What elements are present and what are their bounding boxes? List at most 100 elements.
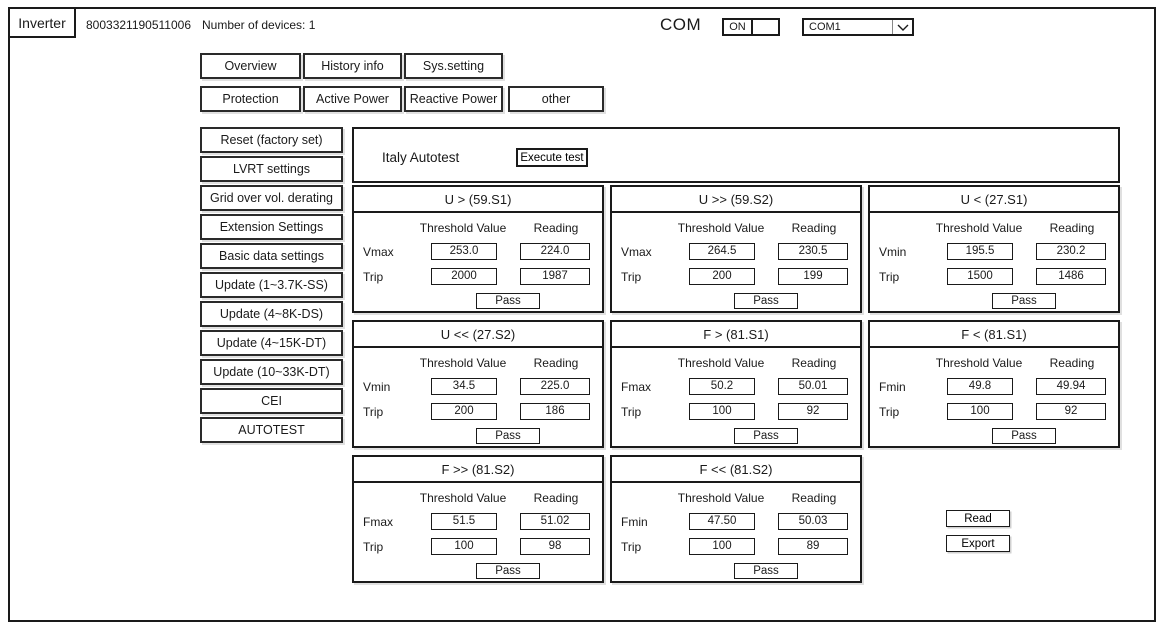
- test-panel-body: Threshold Value Reading Fmax 50.2 50.01 …: [612, 348, 860, 444]
- pass-status: Pass: [476, 563, 540, 579]
- tab-overview[interactable]: Overview: [200, 53, 301, 79]
- tab-active-power[interactable]: Active Power: [303, 86, 402, 112]
- pass-status: Pass: [476, 293, 540, 309]
- test-panel-body: Threshold Value Reading Fmin 49.8 49.94 …: [870, 348, 1118, 444]
- test-panel-body: Threshold Value Reading Vmin 195.5 230.2…: [870, 213, 1118, 309]
- param-label: Fmin: [879, 380, 906, 394]
- reading-value-field: 50.01: [778, 378, 848, 395]
- threshold-value-field[interactable]: 34.5: [431, 378, 497, 395]
- device-count-label: Number of devices: 1: [202, 18, 316, 32]
- test-panel-body: Threshold Value Reading Fmin 47.50 50.03…: [612, 483, 860, 579]
- com-label: COM: [660, 15, 702, 34]
- trip-threshold-field[interactable]: 100: [689, 538, 755, 555]
- test-panel: F >> (81.S2) Threshold Value Reading Fma…: [352, 455, 604, 583]
- threshold-value-field[interactable]: 51.5: [431, 513, 497, 530]
- threshold-value-field[interactable]: 264.5: [689, 243, 755, 260]
- trip-threshold-field[interactable]: 100: [431, 538, 497, 555]
- param-label: Fmax: [363, 515, 393, 529]
- sidebar-item-cei[interactable]: CEI: [200, 388, 343, 414]
- com-toggle-on-label[interactable]: ON: [724, 20, 753, 34]
- threshold-value-field[interactable]: 47.50: [689, 513, 755, 530]
- reading-column-header: Reading: [533, 491, 579, 505]
- reading-value-field: 225.0: [520, 378, 590, 395]
- trip-reading-field: 1486: [1036, 268, 1106, 285]
- tab-protection[interactable]: Protection: [200, 86, 301, 112]
- trip-label: Trip: [879, 270, 900, 284]
- com-toggle-empty-cell[interactable]: [753, 20, 778, 34]
- reading-value-field: 230.5: [778, 243, 848, 260]
- trip-reading-field: 92: [1036, 403, 1106, 420]
- chevron-down-icon[interactable]: [892, 20, 912, 34]
- app-window: Inverter 8003321190511006 Number of devi…: [8, 7, 1156, 622]
- sidebar-item-update-1-3-7k-ss[interactable]: Update (1~3.7K-SS): [200, 272, 343, 298]
- trip-label: Trip: [621, 405, 642, 419]
- trip-label: Trip: [621, 270, 642, 284]
- threshold-column-header: Threshold Value: [419, 491, 507, 505]
- autotest-panel-grid: U > (59.S1) Threshold Value Reading Vmax…: [352, 185, 1120, 583]
- execute-test-button[interactable]: Execute test: [516, 148, 588, 167]
- reading-column-header: Reading: [791, 356, 837, 370]
- com-port-selected-value: COM1: [809, 21, 841, 33]
- reading-column-header: Reading: [1049, 356, 1095, 370]
- trip-label: Trip: [363, 270, 384, 284]
- sidebar-item-grid-over-vol[interactable]: Grid over vol. derating: [200, 185, 343, 211]
- sidebar-item-lvrt-settings[interactable]: LVRT settings: [200, 156, 343, 182]
- test-panel-title: F > (81.S1): [612, 322, 860, 348]
- pass-status: Pass: [476, 428, 540, 444]
- threshold-column-header: Threshold Value: [677, 356, 765, 370]
- sidebar-item-reset-factory[interactable]: Reset (factory set): [200, 127, 343, 153]
- com-port-dropdown[interactable]: COM1: [802, 18, 914, 36]
- threshold-column-header: Threshold Value: [419, 356, 507, 370]
- tab-sys-setting[interactable]: Sys.setting: [404, 53, 503, 79]
- threshold-value-field[interactable]: 50.2: [689, 378, 755, 395]
- tab-history-info[interactable]: History info: [303, 53, 402, 79]
- threshold-value-field[interactable]: 253.0: [431, 243, 497, 260]
- trip-reading-field: 92: [778, 403, 848, 420]
- pass-status: Pass: [992, 428, 1056, 444]
- reading-column-header: Reading: [791, 491, 837, 505]
- trip-threshold-field[interactable]: 1500: [947, 268, 1013, 285]
- param-label: Fmin: [621, 515, 648, 529]
- trip-threshold-field[interactable]: 100: [947, 403, 1013, 420]
- test-panel: F << (81.S2) Threshold Value Reading Fmi…: [610, 455, 862, 583]
- trip-threshold-field[interactable]: 2000: [431, 268, 497, 285]
- test-panel-title: F < (81.S1): [870, 322, 1118, 348]
- device-type-tab[interactable]: Inverter: [8, 7, 76, 38]
- pass-status: Pass: [734, 563, 798, 579]
- test-panel-body: Threshold Value Reading Vmin 34.5 225.0 …: [354, 348, 602, 444]
- trip-threshold-field[interactable]: 200: [431, 403, 497, 420]
- trip-reading-field: 98: [520, 538, 590, 555]
- pass-status: Pass: [734, 293, 798, 309]
- trip-reading-field: 1987: [520, 268, 590, 285]
- actions-cell: Read Export: [868, 455, 1120, 583]
- export-button[interactable]: Export: [946, 535, 1010, 552]
- reading-column-header: Reading: [533, 221, 579, 235]
- com-on-off-toggle[interactable]: ON: [722, 18, 780, 36]
- test-panel-title: U < (27.S1): [870, 187, 1118, 213]
- reading-column-header: Reading: [791, 221, 837, 235]
- threshold-column-header: Threshold Value: [677, 491, 765, 505]
- reading-column-header: Reading: [533, 356, 579, 370]
- trip-threshold-field[interactable]: 100: [689, 403, 755, 420]
- sidebar-item-update-4-8k-ds[interactable]: Update (4~8K-DS): [200, 301, 343, 327]
- test-panel: F < (81.S1) Threshold Value Reading Fmin…: [868, 320, 1120, 448]
- param-label: Vmax: [621, 245, 652, 259]
- read-button[interactable]: Read: [946, 510, 1010, 527]
- sidebar-item-extension-settings[interactable]: Extension Settings: [200, 214, 343, 240]
- tab-other[interactable]: other: [508, 86, 604, 112]
- tab-reactive-power[interactable]: Reactive Power: [404, 86, 503, 112]
- trip-threshold-field[interactable]: 200: [689, 268, 755, 285]
- sidebar-item-basic-data[interactable]: Basic data settings: [200, 243, 343, 269]
- test-panel-title: U << (27.S2): [354, 322, 602, 348]
- test-panel-title: F << (81.S2): [612, 457, 860, 483]
- sidebar-item-update-10-33k-dt[interactable]: Update (10~33K-DT): [200, 359, 343, 385]
- autotest-title: Italy Autotest: [382, 150, 460, 165]
- threshold-value-field[interactable]: 49.8: [947, 378, 1013, 395]
- param-label: Fmax: [621, 380, 651, 394]
- threshold-value-field[interactable]: 195.5: [947, 243, 1013, 260]
- sidebar-item-autotest[interactable]: AUTOTEST: [200, 417, 343, 443]
- sidebar-item-update-4-15k-dt[interactable]: Update (4~15K-DT): [200, 330, 343, 356]
- test-panel-title: U >> (59.S2): [612, 187, 860, 213]
- reading-value-field: 49.94: [1036, 378, 1106, 395]
